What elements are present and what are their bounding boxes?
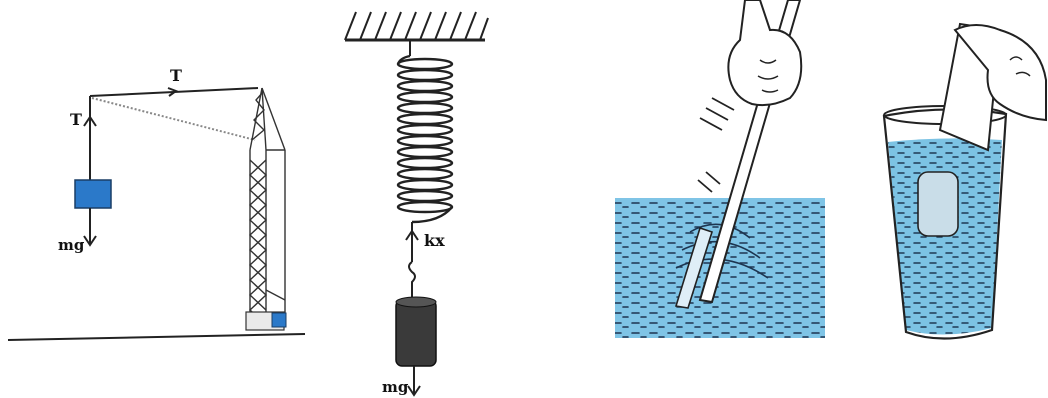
tension-label-top: T — [170, 66, 182, 85]
mass-top — [396, 297, 436, 307]
spring-hook — [409, 262, 415, 300]
stick-water-panel — [615, 0, 825, 338]
glass-panel — [884, 24, 1046, 339]
crane-stay-line — [92, 98, 255, 140]
spring-panel: kx mg — [345, 12, 488, 396]
spring-mass — [396, 300, 436, 366]
tension-label-left: T — [70, 110, 82, 129]
crane-tower — [250, 88, 285, 330]
ceiling-hatching — [345, 12, 488, 40]
crane-load-block — [75, 180, 111, 208]
submerged-finger — [918, 172, 958, 236]
crane-cab — [272, 313, 286, 327]
crane-ground-line — [8, 334, 305, 340]
spring-coil — [398, 56, 452, 222]
spring-force-label: kx — [424, 231, 445, 250]
motion-lines — [698, 98, 734, 192]
weight-label-spring: mg — [382, 378, 409, 396]
crane-panel: T T mg — [8, 66, 305, 340]
weight-label-crane: mg — [58, 236, 85, 254]
